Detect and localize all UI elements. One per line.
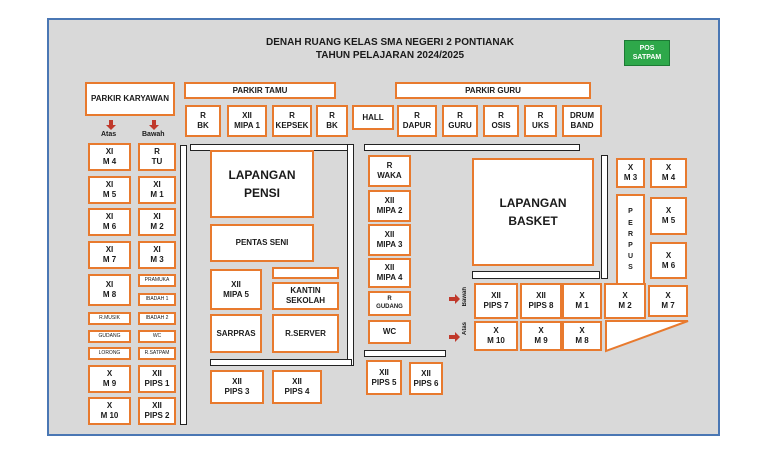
room-r-guru: R GURU	[442, 105, 478, 137]
room-xi-m2: XI M 2	[138, 208, 176, 236]
room-pramuka: PRAMUKA	[138, 274, 176, 287]
room-xii-pips8: XII PIPS 8	[520, 283, 562, 319]
room-xii-mipa4: XII MIPA 4	[368, 258, 411, 288]
room-xii-pips7: XII PIPS 7	[474, 283, 518, 319]
room-xii-mipa1: XII MIPA 1	[227, 105, 267, 137]
lapangan-basket: LAPANGAN BASKET	[472, 158, 594, 266]
map-title: DENAH RUANG KELAS SMA NEGERI 2 PONTIANAK…	[240, 36, 540, 62]
wall-left-vertical	[180, 145, 187, 425]
room-xii-pips5: XII PIPS 5	[366, 360, 402, 395]
room-r-server: R.SERVER	[272, 314, 339, 353]
room-r-kepsek: R KEPSEK	[272, 105, 312, 137]
wall-bottom-left	[210, 359, 352, 366]
wall-basket-bottom	[472, 271, 600, 279]
parkir-guru: PARKIR GURU	[395, 82, 591, 99]
room-x-m1: X M 1	[562, 283, 602, 319]
room-sarpras: SARPRAS	[210, 314, 262, 353]
room-r-tu: R TU	[138, 143, 176, 171]
room-r-waka: R WAKA	[368, 155, 411, 187]
room-x-m7: X M 7	[648, 285, 688, 317]
room-wc: WC	[138, 330, 176, 343]
room-x-m5: X M 5	[650, 197, 687, 235]
room-x-m10: X M 10	[88, 397, 131, 425]
room-ibadah-1: IBADAH 1	[138, 293, 176, 306]
wall-top-right	[364, 144, 580, 151]
room-xi-m5: XI M 5	[88, 176, 131, 204]
room-xi-m3: XI M 3	[138, 241, 176, 269]
room-xi-m1: XI M 1	[138, 176, 176, 204]
title-line-2: TAHUN PELAJARAN 2024/2025	[315, 50, 465, 61]
room-xii-pips4: XII PIPS 4	[272, 370, 322, 404]
room-r-musik: R.MUSIK	[88, 312, 131, 325]
room-xii-mipa5: XII MIPA 5	[210, 269, 262, 310]
room-x-m2: X M 2	[604, 283, 646, 319]
room-kantin-sekolah: KANTIN SEKOLAH	[272, 282, 339, 310]
room-x-m4: X M 4	[650, 158, 687, 188]
room-hall: HALL	[352, 105, 394, 130]
room-x-m9: X M 9	[520, 321, 562, 351]
label-atas-vertical: Atas	[462, 322, 468, 336]
room-xi-m8: XI M 8	[88, 274, 131, 306]
room-xii-mipa3: XII MIPA 3	[368, 224, 411, 256]
room-xi-m6: XI M 6	[88, 208, 131, 236]
parkir-karyawan: PARKIR KARYAWAN	[85, 82, 175, 116]
room-ibadah-2: IBADAH 2	[138, 312, 176, 325]
room-x-m10: X M 10	[474, 321, 518, 351]
title-line-1: DENAH RUANG KELAS SMA NEGERI 2 PONTIANAK	[266, 37, 514, 48]
room-xii-pips2: XII PIPS 2	[138, 397, 176, 425]
room-x-m9: X M 9	[88, 365, 131, 393]
label-bawah: Bawah	[142, 131, 165, 138]
room-lorong: LORONG	[88, 347, 131, 360]
slanted-area	[605, 320, 689, 353]
room-r-satpam: R.SATPAM	[138, 347, 176, 360]
pentas-seni: PENTAS SENI	[210, 224, 314, 262]
wall-mid-vertical	[347, 144, 354, 366]
pos-satpam: POS SATPAM	[624, 40, 670, 66]
label-bawah-vertical: Bawah	[462, 287, 468, 307]
room-perpus: P E R P U S	[616, 194, 645, 286]
room-r-bk: R BK	[185, 105, 221, 137]
room-x-m8: X M 8	[562, 321, 602, 351]
room-x-m3: X M 3	[616, 158, 645, 188]
room-xii-pips3: XII PIPS 3	[210, 370, 264, 404]
room-xii-pips6: XII PIPS 6	[409, 362, 443, 395]
room-xi-m4: XI M 4	[88, 143, 131, 171]
wall-bottom-mid	[364, 350, 446, 357]
lapangan-pensi: LAPANGAN PENSI	[210, 150, 314, 218]
room-r-uks: R UKS	[524, 105, 557, 137]
room-wc-2: WC	[368, 320, 411, 344]
room-xi-m7: XI M 7	[88, 241, 131, 269]
room-r-bk-2: R BK	[316, 105, 348, 137]
room-drum-band: DRUM BAND	[562, 105, 602, 137]
room-x-m6: X M 6	[650, 242, 687, 279]
room-xii-mipa2: XII MIPA 2	[368, 190, 411, 222]
room-r-gudang: R GUDANG	[368, 291, 411, 316]
wall-right-vertical	[601, 155, 608, 279]
room-gudang: GUDANG	[88, 330, 131, 343]
label-atas: Atas	[101, 131, 117, 138]
room-r-osis: R OSIS	[483, 105, 519, 137]
room-xii-pips1: XII PIPS 1	[138, 365, 176, 393]
room-r-dapur: R DAPUR	[397, 105, 437, 137]
parkir-tamu: PARKIR TAMU	[184, 82, 336, 99]
room-blank	[272, 267, 339, 279]
